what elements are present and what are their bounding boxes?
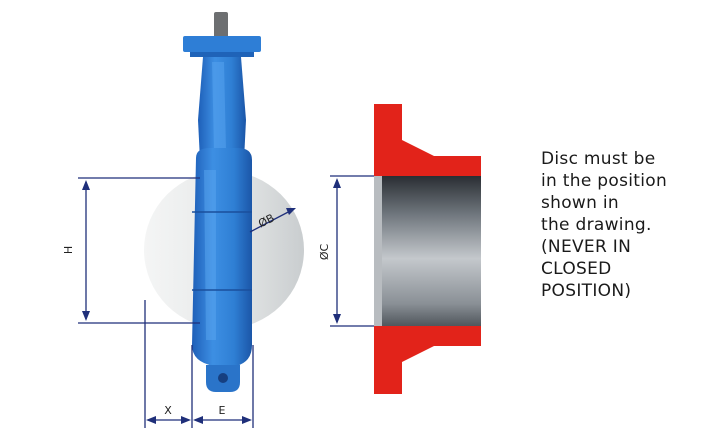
note-line: in the position — [541, 171, 668, 191]
pipe-bore — [382, 176, 481, 326]
valve-body — [192, 148, 252, 372]
note-line: shown in — [541, 193, 620, 213]
flange-top — [374, 104, 481, 176]
top-mounting-flange — [183, 36, 261, 52]
note-line: the drawing. — [541, 215, 652, 235]
dimension-lines — [78, 175, 374, 428]
b-dimension-line — [249, 208, 295, 233]
pipe-flange — [374, 104, 481, 394]
butterfly-valve — [144, 12, 304, 392]
h-dimension-label: H — [62, 246, 75, 254]
note-line: CLOSED — [541, 259, 612, 279]
valve-stem — [214, 12, 228, 38]
note-line: Disc must be — [541, 149, 656, 169]
note-line: (NEVER IN — [541, 237, 632, 257]
x-dimension-label: X — [164, 404, 172, 417]
e-dimension-label: E — [219, 404, 226, 417]
installation-note: Disc must be in the position shown in th… — [541, 148, 711, 302]
note-line: POSITION) — [541, 281, 632, 301]
flange-bottom — [374, 326, 481, 394]
c-dimension-label: ØC — [318, 244, 331, 261]
